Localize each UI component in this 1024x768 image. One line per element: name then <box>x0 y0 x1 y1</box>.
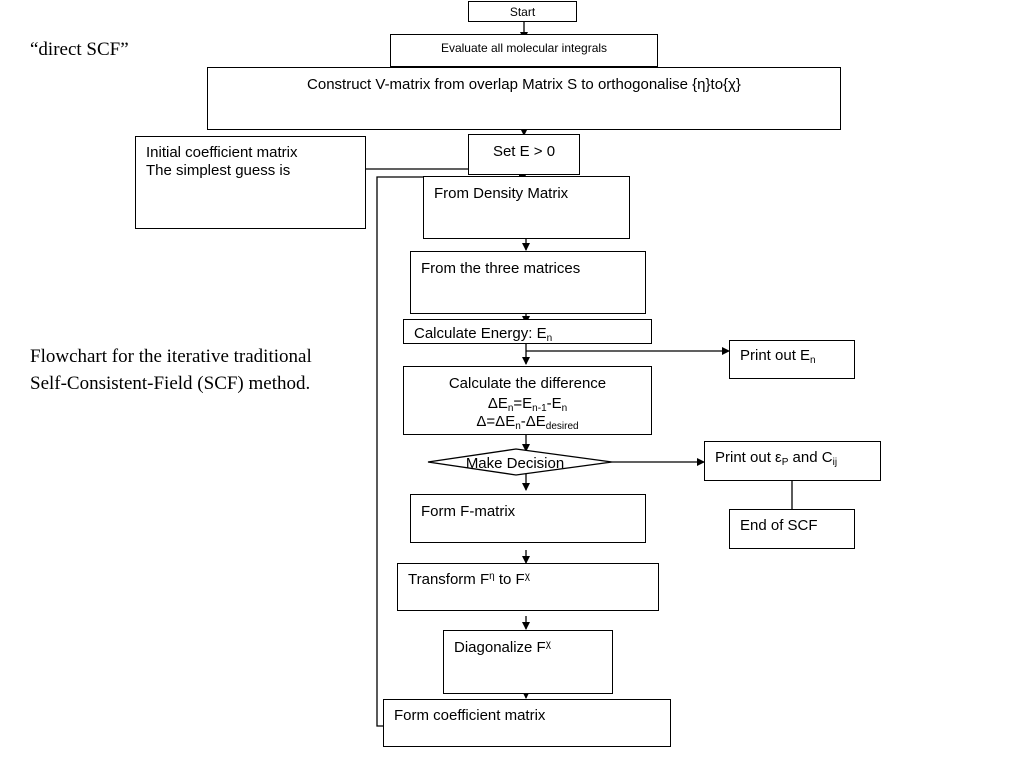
form-coefficient-box: Form coefficient matrix <box>383 699 671 747</box>
three-matrices-label: From the three matrices <box>421 260 581 277</box>
difference-title: Calculate the difference <box>448 375 607 392</box>
make-decision-diamond <box>427 448 613 476</box>
density-matrix-box: From Density Matrix <box>423 176 630 239</box>
construct-v-matrix-box: Construct V-matrix from overlap Matrix S… <box>207 67 841 130</box>
print-eigen-label: Print out εP and Cij <box>715 449 838 468</box>
difference-formula-2: Δ=ΔEn-ΔEdesired <box>476 413 579 432</box>
calculate-energy-box: Calculate Energy: En <box>403 319 652 344</box>
transform-f-label: Transform Fη to Fχ <box>408 571 530 588</box>
initial-coefficient-box: Initial coefficient matrix The simplest … <box>135 136 366 229</box>
start-box: Start <box>468 1 577 22</box>
diagonalize-box: Diagonalize Fχ <box>443 630 613 694</box>
construct-v-matrix-label: Construct V-matrix from overlap Matrix S… <box>307 76 741 93</box>
simplest-guess-label: The simplest guess is <box>146 162 291 179</box>
print-eigen-box: Print out εP and Cij <box>704 441 881 481</box>
diagonalize-label: Diagonalize Fχ <box>454 639 551 656</box>
evaluate-integrals-label: Evaluate all molecular integrals <box>440 41 608 55</box>
print-energy-label: Print out En <box>740 347 816 366</box>
end-scf-box: End of SCF <box>729 509 855 549</box>
set-e-label: Set E > 0 <box>492 143 556 160</box>
form-f-matrix-box: Form F-matrix <box>410 494 646 543</box>
direct-scf-title: “direct SCF” <box>30 39 129 60</box>
three-matrices-box: From the three matrices <box>410 251 646 314</box>
set-e-box: Set E > 0 <box>468 134 580 175</box>
start-label: Start <box>509 5 536 19</box>
evaluate-integrals-box: Evaluate all molecular integrals <box>390 34 658 67</box>
end-scf-label: End of SCF <box>740 517 818 534</box>
print-energy-box: Print out En <box>729 340 855 379</box>
difference-formula-1: ΔEn=En-1-En <box>487 395 568 414</box>
form-f-matrix-label: Form F-matrix <box>421 503 516 520</box>
calculate-energy-label: Calculate Energy: En <box>414 325 553 344</box>
transform-f-box: Transform Fη to Fχ <box>397 563 659 611</box>
calculate-difference-box: Calculate the difference ΔEn=En-1-En Δ=Δ… <box>403 366 652 435</box>
make-decision-label: Make Decision <box>465 455 565 472</box>
initial-coefficient-label: Initial coefficient matrix <box>146 144 298 161</box>
density-matrix-label: From Density Matrix <box>434 185 569 202</box>
flowchart-caption: Flowchart for the iterative traditional … <box>30 346 312 394</box>
form-coefficient-label: Form coefficient matrix <box>394 707 546 724</box>
